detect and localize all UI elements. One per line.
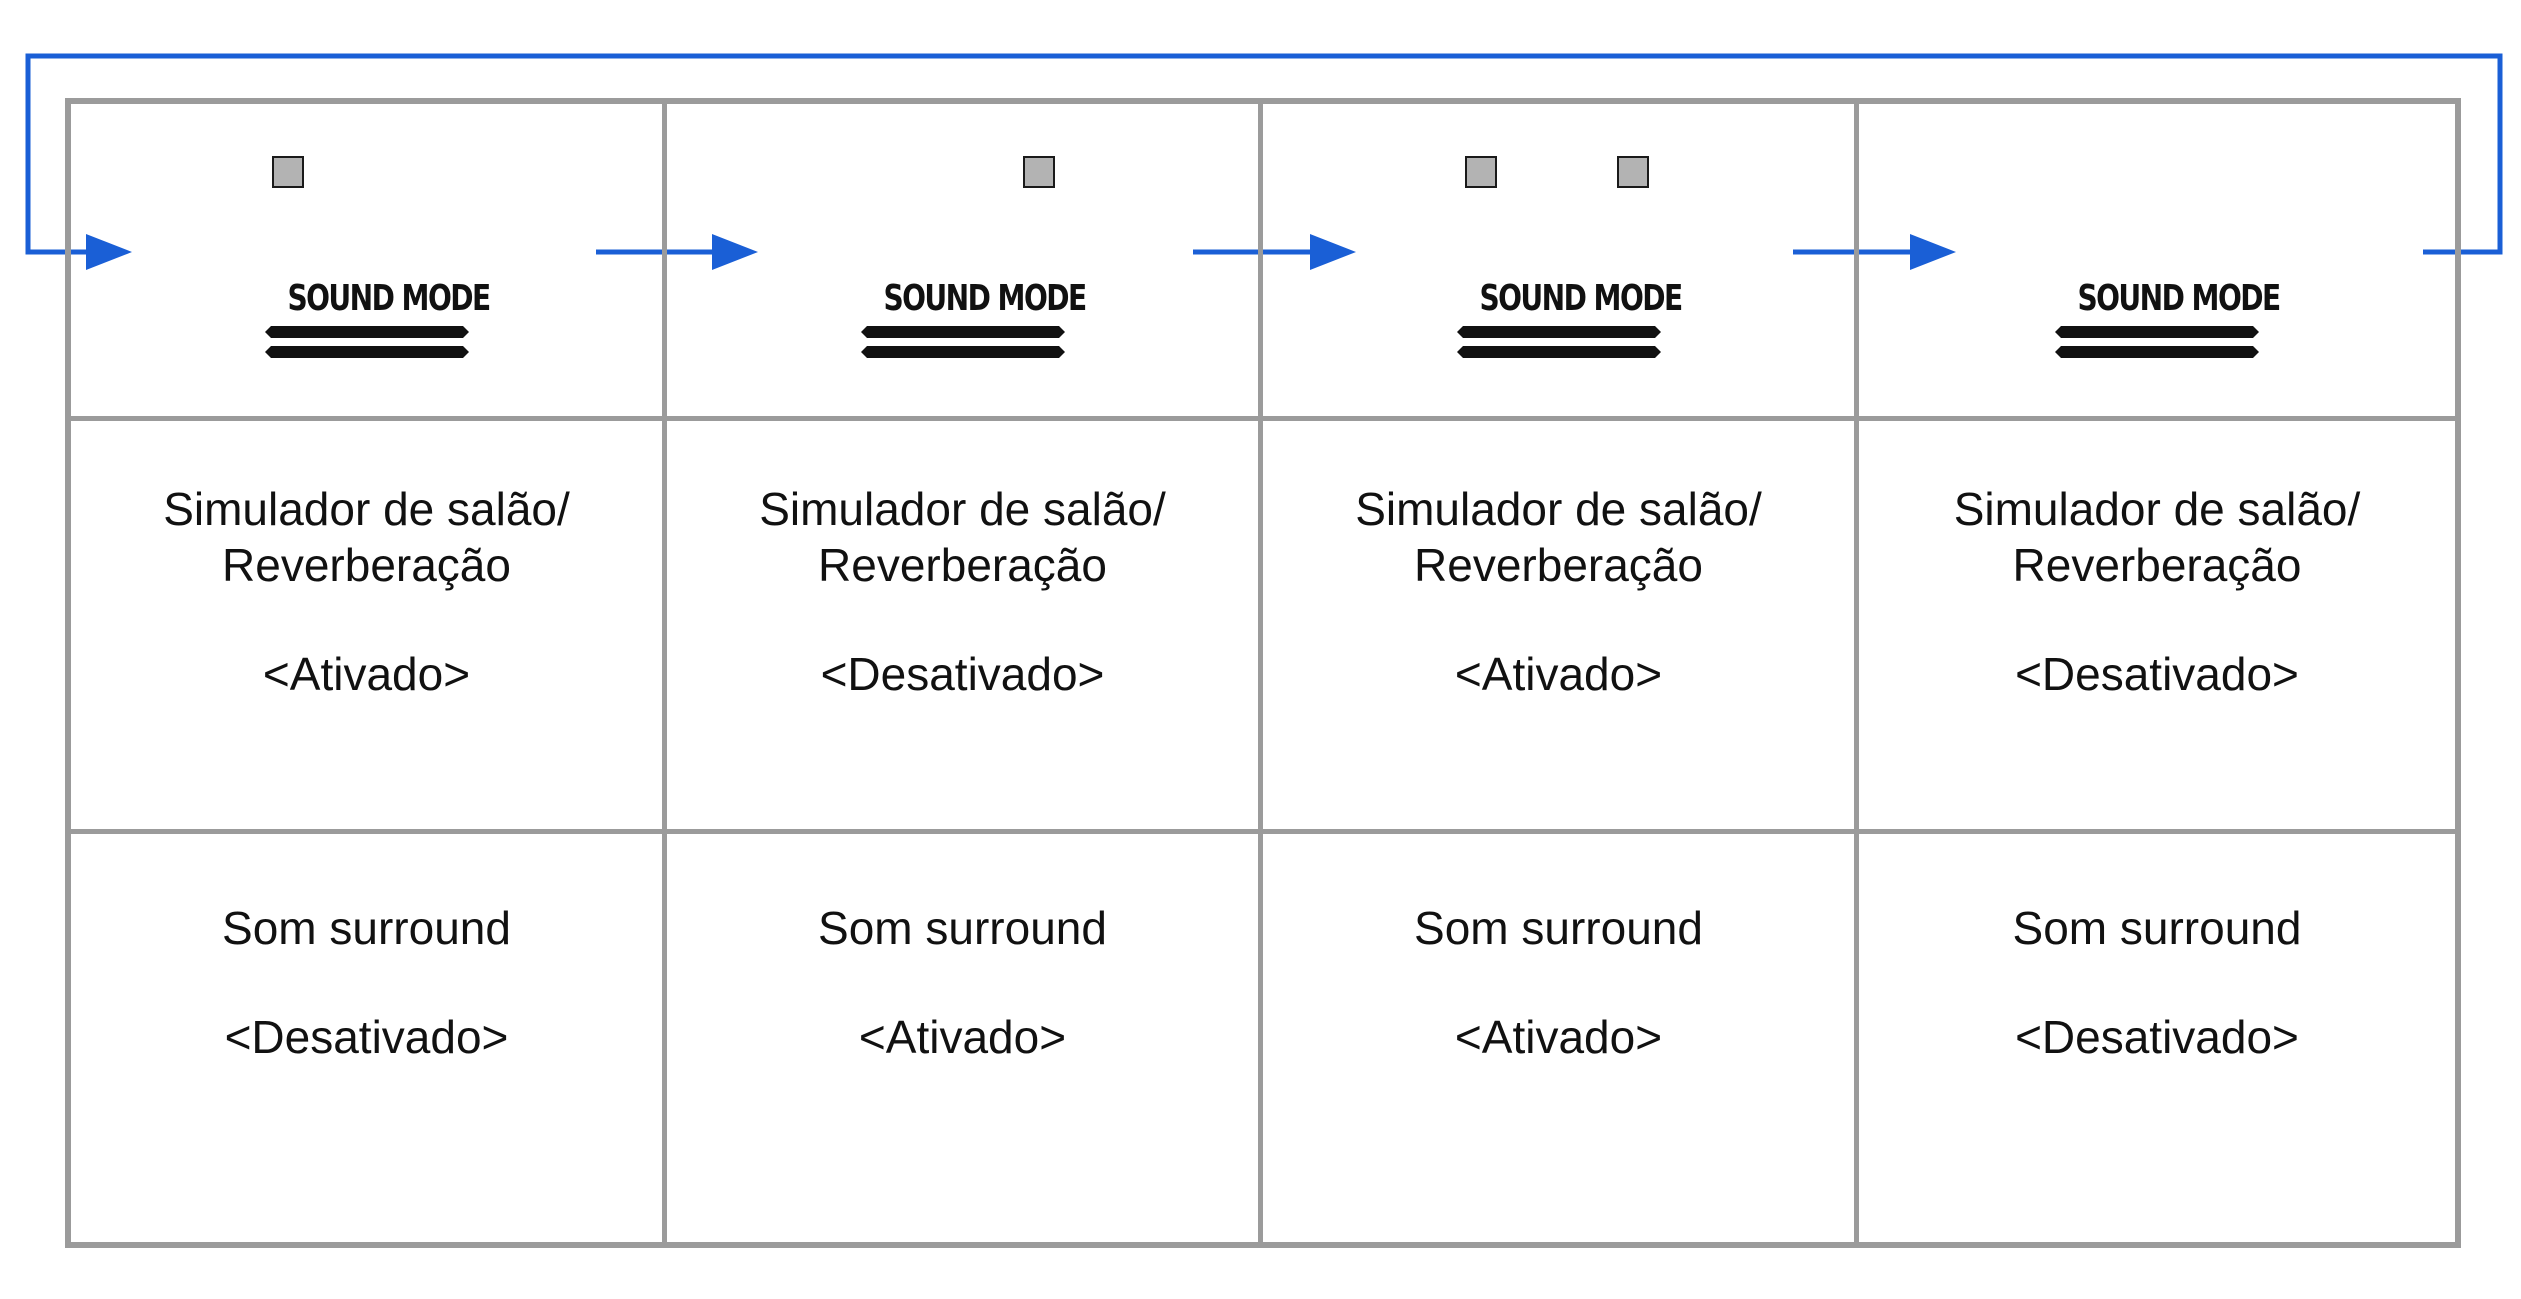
- surround-cell: Som surround <Desativado>: [71, 834, 667, 1242]
- indicator-light-left: [1465, 156, 1497, 188]
- surround-label: Som surround: [818, 902, 1107, 954]
- surround-label: Som surround: [1414, 902, 1703, 954]
- mode-cell-3: SOUND MODE: [1263, 104, 1859, 421]
- hall-reverb-cell: Simulador de salão/ Reverberação <Desati…: [1859, 421, 2455, 834]
- sound-mode-button: SOUND MODE: [860, 278, 1087, 365]
- hall-reverb-status: <Desativado>: [820, 648, 1105, 700]
- hall-reverb-status: <Ativado>: [262, 648, 471, 700]
- surround-label: Som surround: [222, 902, 511, 954]
- mode-cell-2: SOUND MODE: [667, 104, 1263, 421]
- surround-cell: Som surround <Desativado>: [1859, 834, 2455, 1242]
- indicator-light-right: [1617, 156, 1649, 188]
- sound-mode-table: SOUND MODE SOUND MODE SOUND MODE: [65, 98, 2461, 1248]
- hall-reverb-label: Simulador de salão/ Reverberação: [1355, 483, 1762, 591]
- hall-reverb-cell: Simulador de salão/ Reverberação <Ativad…: [71, 421, 667, 834]
- sound-mode-lines-icon: [1456, 326, 1661, 358]
- sound-mode-label: SOUND MODE: [882, 278, 1087, 319]
- sound-mode-lines-icon: [860, 326, 1065, 358]
- sound-mode-label: SOUND MODE: [286, 278, 491, 319]
- sound-mode-lines-icon: [264, 326, 469, 358]
- indicator-light-left: [272, 156, 304, 188]
- mode-cell-4: SOUND MODE: [1859, 104, 2455, 421]
- surround-label: Som surround: [2012, 902, 2302, 954]
- surround-cell: Som surround <Ativado>: [667, 834, 1263, 1242]
- sound-mode-label: SOUND MODE: [1478, 278, 1683, 319]
- hall-reverb-status: <Desativado>: [2015, 648, 2299, 700]
- sound-mode-button: SOUND MODE: [264, 278, 491, 365]
- surround-status: <Ativado>: [858, 1011, 1067, 1063]
- hall-reverb-label: Simulador de salão/ Reverberação: [759, 483, 1166, 591]
- hall-reverb-cell: Simulador de salão/ Reverberação <Ativad…: [1263, 421, 1859, 834]
- surround-status: <Desativado>: [2015, 1011, 2299, 1063]
- hall-reverb-label: Simulador de salão/ Reverberação: [1953, 483, 2361, 591]
- hall-reverb-status: <Ativado>: [1454, 648, 1663, 700]
- sound-mode-button: SOUND MODE: [1456, 278, 1683, 365]
- sound-mode-lines-icon: [2055, 326, 2259, 358]
- surround-status: <Desativado>: [224, 1011, 509, 1063]
- surround-cell: Som surround <Ativado>: [1263, 834, 1859, 1242]
- sound-mode-button: SOUND MODE: [2055, 278, 2281, 365]
- hall-reverb-cell: Simulador de salão/ Reverberação <Desati…: [667, 421, 1263, 834]
- mode-cell-1: SOUND MODE: [71, 104, 667, 421]
- hall-reverb-label: Simulador de salão/ Reverberação: [163, 483, 570, 591]
- sound-mode-label: SOUND MODE: [2077, 278, 2281, 319]
- indicator-light-right: [1023, 156, 1055, 188]
- surround-status: <Ativado>: [1454, 1011, 1663, 1063]
